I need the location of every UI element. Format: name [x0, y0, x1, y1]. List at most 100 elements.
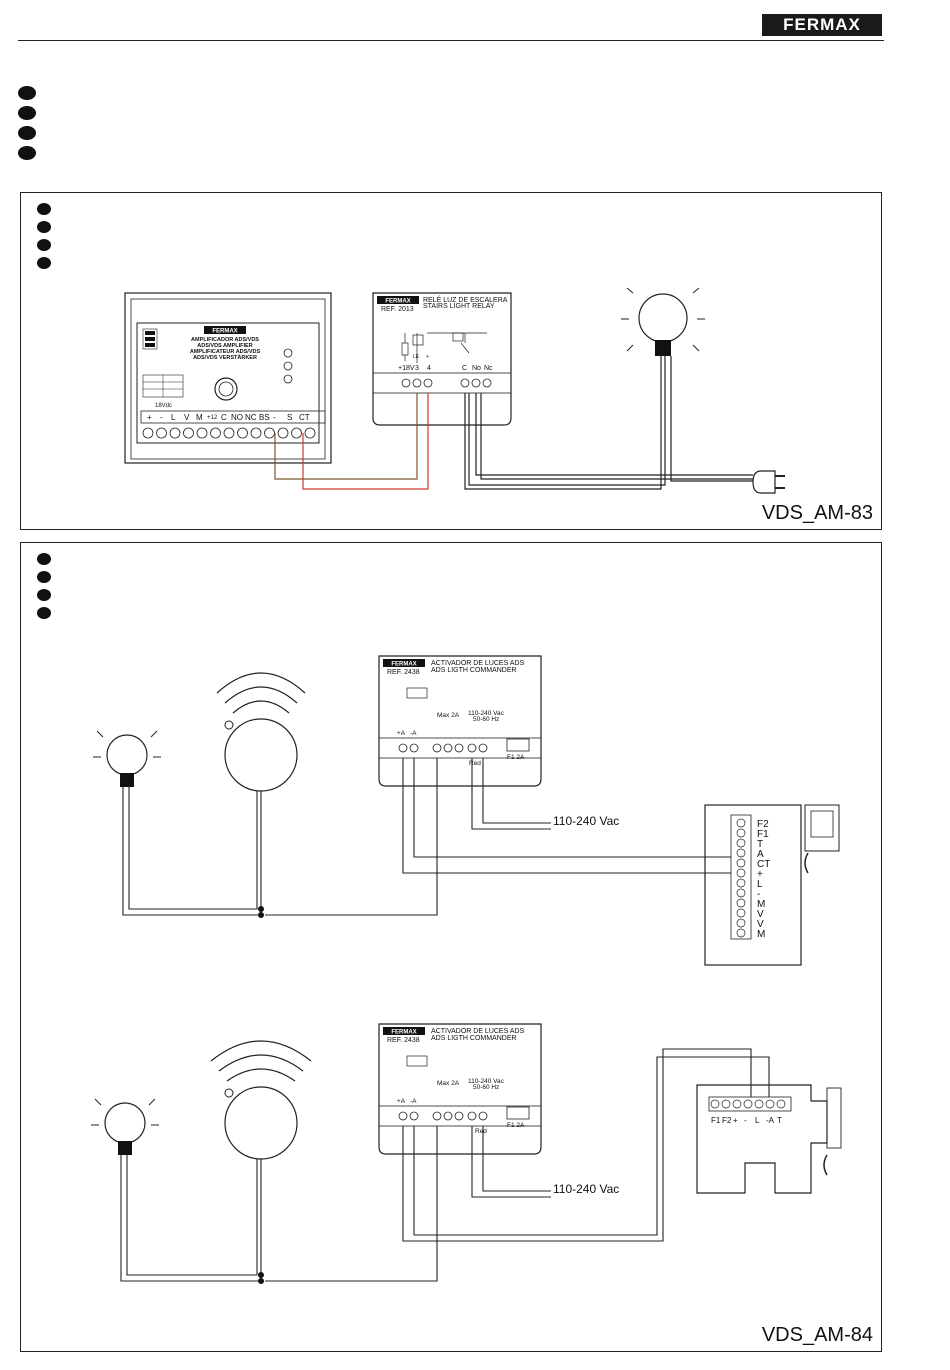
- bell-icon: [216, 672, 306, 792]
- commander-red: Red: [469, 760, 481, 767]
- diagram-label-am-84: VDS_AM-84: [761, 1324, 873, 1346]
- relay-title-2: STAIRS LIGHT RELAY: [423, 303, 495, 310]
- monitor-terminal-label: A: [757, 849, 764, 860]
- screw-terminal: [736, 858, 746, 868]
- monitor-terminal-label: CT: [757, 859, 770, 870]
- phone-terminal-label: -: [744, 1116, 747, 1125]
- screw-terminal: [736, 888, 746, 898]
- screw-terminal: [291, 427, 302, 439]
- diagram2-bullets: [37, 553, 51, 625]
- stairs-light-relay: FERMAX RELÉ LUZ DE ESCALERA STAIRS LIGHT…: [372, 292, 512, 426]
- language-bullet: [37, 203, 51, 215]
- commander-brand: FERMAX: [391, 1030, 416, 1036]
- monitor-terminal-label: L: [757, 879, 763, 890]
- amp-terminal: M: [196, 413, 203, 422]
- amp-terminal: -: [160, 413, 163, 422]
- commander-terminal: -A: [410, 730, 417, 737]
- bell-icon: [210, 1040, 312, 1160]
- commander-red: Red: [475, 1128, 487, 1135]
- language-bullet: [37, 571, 51, 583]
- screw-terminal: [776, 1099, 786, 1109]
- screw-terminal: [183, 427, 194, 439]
- screw-terminal: [304, 427, 316, 439]
- amp-terminal: NC: [245, 413, 257, 422]
- header-rule: [18, 40, 884, 41]
- commander-fuse: F1 2A: [507, 1122, 525, 1129]
- screw-terminal: [277, 427, 289, 439]
- commander-max: Max 2A: [437, 1080, 460, 1087]
- language-bullet: [37, 589, 51, 601]
- commander-brand-badge: [383, 659, 425, 667]
- relay-brand: FERMAX: [385, 299, 410, 305]
- light-commander-unit: FERMAX ACTIVADOR DE LUCES ADS ADS LIGTH …: [378, 1023, 542, 1155]
- screw-terminal: [196, 427, 208, 439]
- language-bullet: [37, 239, 51, 251]
- monitor-terminal-label: V: [757, 909, 764, 920]
- language-bullet: [18, 126, 36, 140]
- commander-title-2: ADS LIGTH COMMANDER: [431, 1035, 517, 1042]
- screw-terminal: [732, 1099, 742, 1109]
- commander-title-1: ACTIVADOR DE LUCES ADS: [431, 1028, 525, 1035]
- screw-terminal: [736, 838, 746, 848]
- screw-terminal: [223, 427, 235, 439]
- amplifier-title-4: ADS/VDS VERSTÄRKER: [193, 354, 257, 361]
- relay-small-label: LE: [413, 354, 420, 360]
- screw-terminal: [765, 1099, 775, 1109]
- screw-terminal: [754, 1099, 764, 1109]
- phone-terminal-label: F2: [722, 1116, 732, 1125]
- screw-terminal: [736, 868, 746, 878]
- screw-terminal: [736, 918, 746, 928]
- amplifier-title-3: AMPLIFICATEUR ADS/VDS: [190, 349, 261, 355]
- commander-max: Max 2A: [437, 712, 460, 719]
- language-bullet: [37, 553, 51, 565]
- screw-terminal: [743, 1099, 753, 1109]
- screw-terminal: [736, 908, 746, 918]
- commander-title-1: ACTIVADOR DE LUCES ADS: [431, 660, 525, 667]
- monitor-terminal-label: +: [757, 869, 763, 880]
- commander-ref: REF. 2438: [387, 669, 420, 676]
- mains-label-upper: 110-240 Vac: [553, 814, 619, 828]
- commander-terminal: +A: [397, 730, 406, 737]
- relay-terminal: C: [462, 365, 467, 372]
- relay-terminal: Nc: [484, 365, 493, 372]
- monitor-terminal-label: -: [757, 889, 760, 900]
- bulb-icon: [91, 1098, 159, 1155]
- language-bullets: [18, 86, 36, 166]
- screw-terminal: [736, 848, 746, 858]
- relay-terminal: +18V: [398, 365, 415, 372]
- amp-terminal: L: [171, 413, 176, 422]
- commander-supply-2: 50-60 Hz: [473, 716, 499, 723]
- diagram1-bullets: [37, 203, 51, 275]
- amp-terminal: BS: [259, 413, 270, 422]
- amplifier-brand-badge: [204, 326, 246, 334]
- relay-terminal: 4: [427, 365, 431, 372]
- amp-terminal: +: [147, 413, 152, 422]
- amplifier-title-2: ADS/VDS AMPLIFIER: [197, 343, 252, 349]
- commander-title-2: ADS LIGTH COMMANDER: [431, 667, 517, 674]
- amplifier-brand: FERMAX: [212, 329, 237, 335]
- screw-terminal: [710, 1099, 720, 1109]
- amp-terminal: C: [221, 413, 227, 422]
- light-commander-unit: FERMAX ACTIVADOR DE LUCES ADS ADS LIGTH …: [378, 655, 542, 787]
- phone-terminal-label: F1: [711, 1116, 721, 1125]
- amplifier-speaker-icon: [214, 377, 238, 401]
- screw-terminal: [721, 1099, 731, 1109]
- amplifier-supply: 18Vdc: [155, 403, 172, 409]
- phone-terminal-label: L: [755, 1116, 760, 1125]
- screw-terminal: [736, 878, 746, 888]
- relay-brand-badge: [377, 296, 419, 304]
- diagram-label-am-83: VDS_AM-83: [761, 502, 873, 524]
- commander-fuse: F1 2A: [507, 754, 525, 761]
- diagram-am-83: FERMAX AMPLIFICADOR ADS/VDS ADS/VDS AMPL…: [20, 192, 882, 530]
- commander-terminal: -A: [410, 1098, 417, 1105]
- diagram1-wiring: [274, 356, 753, 490]
- screw-terminal: [736, 828, 746, 838]
- amp-terminal: V: [184, 413, 190, 422]
- screw-terminal: [156, 427, 167, 439]
- relay-terminal: 3: [415, 365, 419, 372]
- commander-terminal: +A: [397, 1098, 406, 1105]
- commander-ref: REF. 2438: [387, 1037, 420, 1044]
- screw-terminal: [736, 898, 746, 908]
- commander-supply-2: 50-60 Hz: [473, 1084, 499, 1091]
